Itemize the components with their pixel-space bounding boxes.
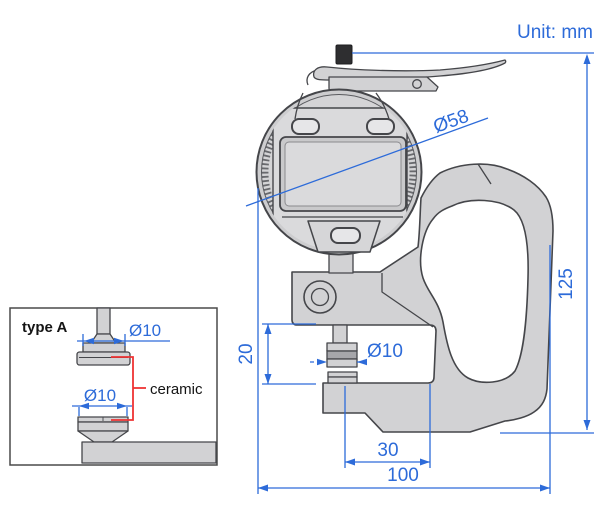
upper-anvil-top xyxy=(326,342,358,352)
dim-anvil-diameter-label: Ø10 xyxy=(367,341,403,362)
handle-seam-line xyxy=(477,163,492,185)
dim-overall-width: 100 xyxy=(257,188,551,494)
dim-throat-height-label: 20 xyxy=(236,343,257,364)
inset-dim-lower-label: Ø10 xyxy=(84,386,116,405)
ceramic-callout-label: ceramic xyxy=(150,381,203,398)
lower-anvil-face xyxy=(327,371,358,378)
frame-web-contour xyxy=(381,273,434,328)
dim-throat-depth-label: 30 xyxy=(377,440,398,461)
inset-dim-upper-label: Ø10 xyxy=(129,321,161,340)
lcd-screen xyxy=(284,141,402,207)
button-top-right xyxy=(366,118,395,135)
top-knob xyxy=(335,44,353,65)
ceramic-callout: ceramic xyxy=(111,356,203,421)
dim-throat-depth: 30 xyxy=(344,384,431,468)
inset-dim-lower: Ø10 xyxy=(72,386,132,416)
hanger-wire-right xyxy=(375,92,390,120)
dim-overall-height: 125 xyxy=(352,52,594,434)
spindle-shaft xyxy=(332,324,348,344)
dim-dial-diameter-label: Ø58 xyxy=(431,106,472,138)
inset-type-label: type A xyxy=(22,319,67,336)
unit-note: Unit: mm xyxy=(517,22,593,43)
dim-overall-width-label: 100 xyxy=(387,465,419,486)
button-top-left xyxy=(291,118,320,135)
handle-grip-hole xyxy=(419,199,529,384)
upper-anvil-face xyxy=(326,358,358,368)
inset-dim-upper: Ø10 xyxy=(77,321,170,346)
spindle-and-anvils xyxy=(326,324,358,384)
dim-anvil-diameter: Ø10 xyxy=(310,341,403,366)
dim-throat-height: 20 xyxy=(236,323,316,385)
lever-pivot xyxy=(412,79,422,89)
button-bottom xyxy=(330,227,361,244)
type-a-inset: type A Ø10 xyxy=(9,307,218,466)
dimensions: Unit: mm Ø58 125 100 xyxy=(236,22,594,494)
inset-upper-contact xyxy=(76,307,131,366)
clamp-screw-inner xyxy=(310,287,330,307)
clamp-screw-outer xyxy=(303,280,337,314)
hanger-wire-left xyxy=(294,92,304,120)
inset-base-block xyxy=(81,441,217,464)
gauge-body xyxy=(255,44,554,433)
lower-anvil-base xyxy=(327,376,358,384)
upper-anvil-band xyxy=(326,350,358,360)
dim-overall-height-label: 125 xyxy=(556,268,577,300)
